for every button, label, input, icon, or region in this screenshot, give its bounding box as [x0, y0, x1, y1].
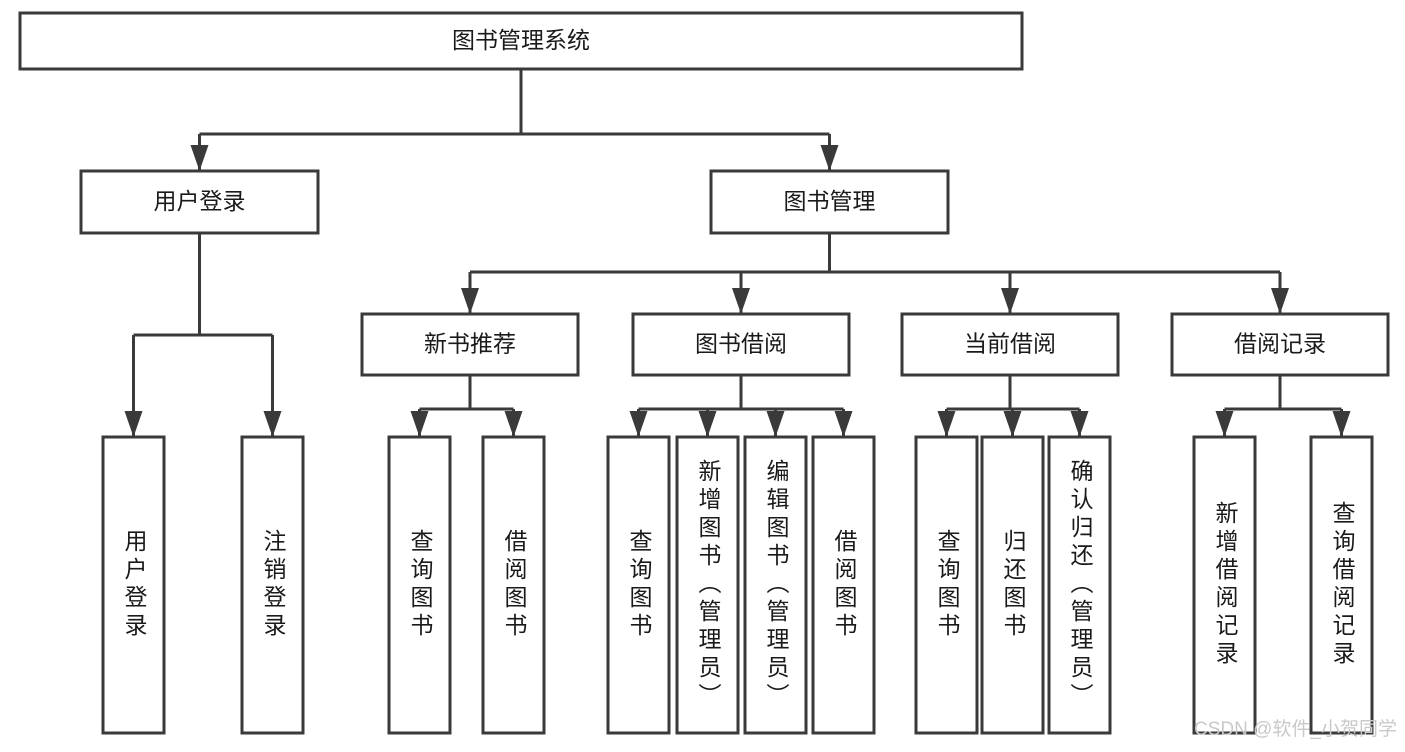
node-book-manage-label: 图书管理 [784, 188, 876, 214]
node-current-borrow-label: 当前借阅 [964, 331, 1056, 357]
node-borrow-record-label: 借阅记录 [1234, 331, 1326, 357]
new-book-recommend-to-leaves-arrow-1 [504, 411, 523, 437]
node-leaf-query-book-1-label-wrap: 查询图书 [389, 437, 450, 733]
node-leaf-query-record-label: 查询借阅记录 [1329, 501, 1355, 669]
node-leaf-return-book-label: 归还图书 [1000, 529, 1026, 641]
node-new-book-recommend[interactable] [360, 312, 580, 377]
node-leaf-query-book-2-label-wrap: 查询图书 [608, 437, 669, 733]
user-login-to-leaves-arrow-0 [124, 411, 143, 437]
node-leaf-borrow-book-1-label: 借阅图书 [501, 529, 527, 641]
node-leaf-borrow-book-1-label-wrap: 借阅图书 [483, 437, 544, 733]
borrow-record-to-leaves-arrow-1 [1332, 411, 1351, 437]
node-box-layer [18, 11, 1390, 735]
book-manage-to-level3-arrow-2 [1001, 288, 1019, 314]
node-leaf-edit-book-label-wrap: 编辑图书（管理员） [745, 437, 806, 733]
node-leaf-return-book-label-wrap: 归还图书 [982, 437, 1043, 733]
node-leaf-query-book-1[interactable] [387, 435, 452, 735]
user-login-to-leaves-arrow-1 [263, 411, 282, 437]
book-borrow-to-leaves-arrow-2 [766, 411, 785, 437]
node-user-login[interactable] [79, 169, 320, 235]
node-new-book-recommend-label: 新书推荐 [424, 331, 516, 357]
node-leaf-logout[interactable] [240, 435, 305, 735]
book-manage-to-level3-arrow-1 [732, 288, 750, 314]
node-leaf-return-book[interactable] [980, 435, 1045, 735]
node-leaf-query-record-label-wrap: 查询借阅记录 [1311, 437, 1372, 733]
node-leaf-query-book-2-label: 查询图书 [626, 529, 652, 641]
node-leaf-add-book[interactable] [675, 435, 740, 735]
node-book-borrow[interactable] [631, 312, 851, 377]
node-book-borrow-label: 图书借阅 [695, 331, 787, 357]
node-user-login-label: 用户登录 [154, 188, 246, 214]
node-leaf-borrow-book-2-label-wrap: 借阅图书 [813, 437, 874, 733]
node-leaf-logout-label-wrap: 注销登录 [242, 437, 303, 733]
node-leaf-query-book-3[interactable] [914, 435, 979, 735]
node-leaf-edit-book[interactable] [743, 435, 808, 735]
connector-layer [124, 69, 1351, 437]
root-to-level2-arrow-1 [820, 145, 839, 171]
book-manage-to-level3-arrow-3 [1271, 288, 1289, 314]
node-leaf-user-login-label-wrap: 用户登录 [103, 437, 164, 733]
book-borrow-to-leaves-arrow-3 [834, 411, 853, 437]
node-leaf-query-book-1-label: 查询图书 [407, 529, 433, 641]
node-leaf-add-book-label: 新增图书（管理员） [695, 459, 721, 711]
current-borrow-to-leaves-arrow-0 [937, 411, 956, 437]
book-borrow-to-leaves-arrow-1 [698, 411, 717, 437]
node-leaf-borrow-book-2-label: 借阅图书 [831, 529, 857, 641]
node-borrow-record[interactable] [1170, 312, 1390, 377]
node-leaf-add-record[interactable] [1192, 435, 1257, 735]
current-borrow-to-leaves-arrow-1 [1003, 411, 1022, 437]
borrow-record-to-leaves-arrow-0 [1215, 411, 1234, 437]
node-leaf-add-book-label-wrap: 新增图书（管理员） [677, 437, 738, 733]
node-leaf-borrow-book-1[interactable] [481, 435, 546, 735]
book-borrow-to-leaves-arrow-0 [629, 411, 648, 437]
current-borrow-to-leaves-arrow-2 [1070, 411, 1089, 437]
node-leaf-confirm-return-label: 确认归还（管理员） [1067, 459, 1093, 711]
node-leaf-edit-book-label: 编辑图书（管理员） [763, 459, 789, 711]
node-book-manage[interactable] [709, 169, 950, 235]
node-leaf-query-record[interactable] [1309, 435, 1374, 735]
node-leaf-query-book-3-label-wrap: 查询图书 [916, 437, 977, 733]
node-leaf-query-book-3-label: 查询图书 [934, 529, 960, 641]
node-current-borrow[interactable] [900, 312, 1120, 377]
node-root[interactable] [18, 11, 1024, 71]
node-leaf-confirm-return-label-wrap: 确认归还（管理员） [1049, 437, 1110, 733]
node-leaf-user-login[interactable] [101, 435, 166, 735]
new-book-recommend-to-leaves-arrow-0 [410, 411, 429, 437]
node-leaf-confirm-return[interactable] [1047, 435, 1112, 735]
node-leaf-borrow-book-2[interactable] [811, 435, 876, 735]
node-leaf-query-book-2[interactable] [606, 435, 671, 735]
book-manage-to-level3-arrow-0 [461, 288, 479, 314]
node-leaf-add-record-label: 新增借阅记录 [1212, 501, 1238, 669]
node-leaf-user-login-label: 用户登录 [121, 529, 147, 641]
root-to-level2-arrow-0 [190, 145, 209, 171]
node-leaf-logout-label: 注销登录 [260, 529, 286, 641]
node-leaf-add-record-label-wrap: 新增借阅记录 [1194, 437, 1255, 733]
node-root-label: 图书管理系统 [452, 27, 590, 53]
